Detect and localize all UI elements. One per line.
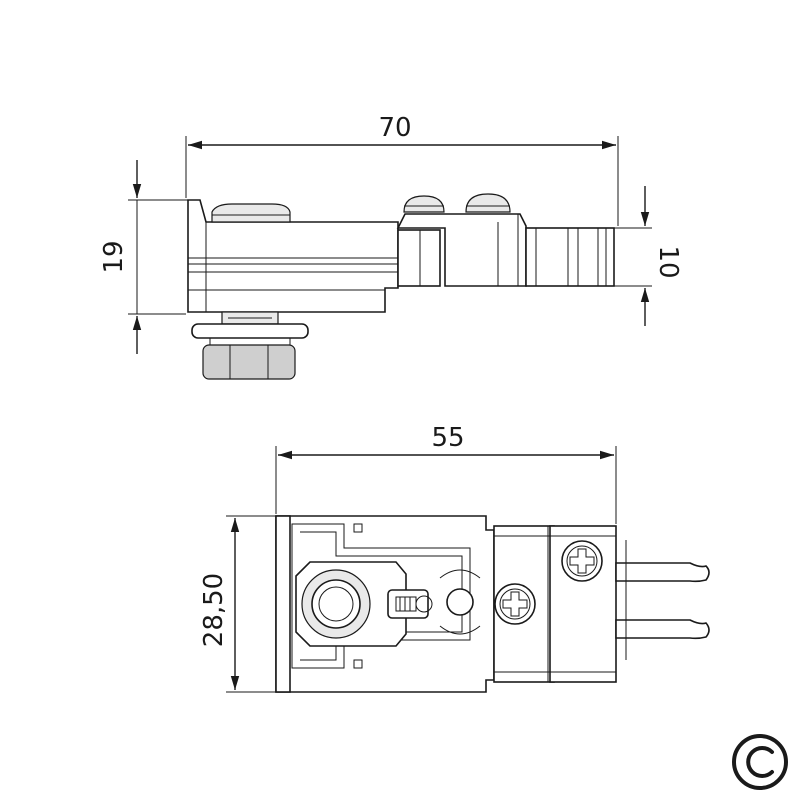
copyright-icon: © [732, 734, 788, 790]
side-view [187, 193, 615, 380]
screw-head-2 [561, 540, 603, 582]
dimension-length-70: 70 [185, 113, 619, 226]
dimension-height-10: 10 [614, 186, 683, 326]
label-10: 10 [653, 245, 683, 278]
label-55: 55 [431, 423, 464, 453]
label-19: 19 [99, 240, 129, 273]
dimension-length-55: 55 [275, 423, 617, 524]
label-70: 70 [378, 113, 411, 143]
screw-head-1 [494, 583, 536, 625]
dimension-height-19: 19 [99, 160, 188, 354]
label-28-50: 28,50 [199, 573, 229, 647]
top-view [275, 515, 710, 693]
dimension-width-28-50: 28,50 [199, 515, 276, 693]
